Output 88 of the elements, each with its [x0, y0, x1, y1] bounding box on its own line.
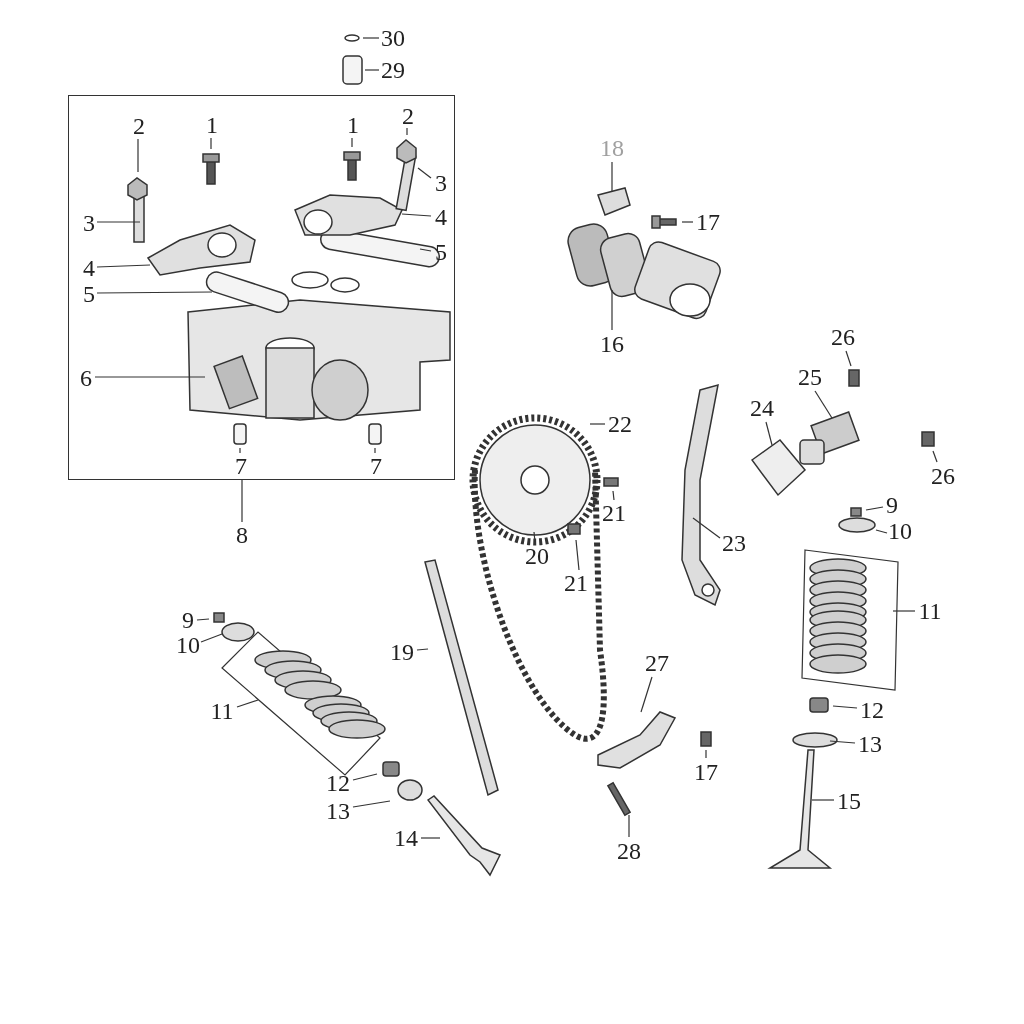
callout-number: 26: [831, 325, 855, 349]
callout-number: 11: [918, 599, 942, 623]
leader-line: [420, 837, 441, 839]
leader-line: [137, 138, 139, 173]
leader-line: [94, 376, 206, 378]
leader-line: [352, 773, 378, 781]
callout-number: 5: [83, 282, 95, 306]
callout-number: 17: [694, 760, 718, 784]
callout-number: 2: [133, 114, 145, 138]
leader-line: [364, 69, 380, 71]
callout-number: 24: [750, 396, 774, 420]
leader-line: [239, 447, 241, 454]
callout-number: 9: [182, 608, 194, 632]
callout-number: 10: [176, 633, 200, 657]
leader-line: [417, 167, 432, 179]
leader-line: [832, 705, 858, 709]
callout-number: 7: [235, 454, 247, 478]
leader-line: [611, 289, 613, 331]
callout-number: 28: [617, 839, 641, 863]
callout-number: 15: [837, 789, 861, 813]
callout-number: 1: [206, 113, 218, 137]
leader-line: [865, 506, 884, 511]
leader-line: [96, 221, 141, 223]
leader-line: [845, 350, 852, 367]
callout-number: 27: [645, 651, 669, 675]
leader-line: [196, 618, 210, 621]
callout-number: 3: [83, 211, 95, 235]
leader-line: [210, 137, 212, 150]
leader-line: [362, 37, 380, 39]
callout-number: 23: [722, 531, 746, 555]
leader-line: [765, 421, 773, 446]
callout-number: 20: [525, 544, 549, 568]
leader-line: [640, 676, 653, 713]
leader-line: [352, 800, 391, 808]
callout-number: 30: [381, 26, 405, 50]
leader-line: [96, 264, 151, 268]
leader-line: [96, 291, 213, 294]
callout-number: 12: [326, 771, 350, 795]
leader-line: [200, 633, 223, 643]
leader-line: [692, 517, 721, 539]
callout-number: 10: [888, 519, 912, 543]
leader-line: [401, 213, 432, 217]
leader-line: [611, 161, 613, 193]
leader-line: [374, 447, 376, 454]
callout-number: 12: [860, 698, 884, 722]
leader-line: [932, 450, 938, 463]
leader-line: [612, 490, 615, 501]
callout-number: 26: [931, 464, 955, 488]
callout-number: 11: [210, 699, 234, 723]
leader-line: [892, 610, 916, 612]
leader-line: [705, 749, 707, 759]
leader-line: [589, 423, 606, 425]
leader-line: [628, 814, 630, 838]
callout-number: 4: [435, 205, 447, 229]
callout-number: 19: [390, 640, 414, 664]
callout-number: 13: [326, 799, 350, 823]
callout-number: 16: [600, 332, 624, 356]
callout-number: 22: [608, 412, 632, 436]
callout-number: 18: [600, 136, 624, 160]
callout-number: 17: [696, 210, 720, 234]
leader-line: [241, 479, 243, 523]
callout-number: 1: [347, 113, 359, 137]
leader-line: [814, 390, 833, 419]
leader-line: [875, 529, 888, 534]
leader-line: [575, 539, 580, 571]
callout-number: 3: [435, 171, 447, 195]
callout-number: 7: [370, 454, 382, 478]
leader-line: [829, 740, 856, 744]
leader-line: [406, 127, 408, 136]
callout-number: 4: [83, 256, 95, 280]
callout-number: 14: [394, 826, 418, 850]
callout-number: 6: [80, 366, 92, 390]
callout-number: 2: [402, 104, 414, 128]
callout-number: 5: [435, 240, 447, 264]
callout-number: 29: [381, 58, 405, 82]
leader-line: [681, 221, 694, 223]
callout-number: 13: [858, 732, 882, 756]
assembly-frame: [68, 95, 455, 480]
callout-number: 9: [886, 493, 898, 517]
callout-number: 25: [798, 365, 822, 389]
leader-line: [811, 799, 835, 801]
callout-number: 21: [602, 501, 626, 525]
leader-line: [416, 648, 429, 651]
callout-number: 21: [564, 571, 588, 595]
leader-line: [236, 699, 259, 708]
leader-line: [419, 248, 432, 252]
callout-number: 8: [236, 523, 248, 547]
leader-line: [351, 137, 353, 148]
